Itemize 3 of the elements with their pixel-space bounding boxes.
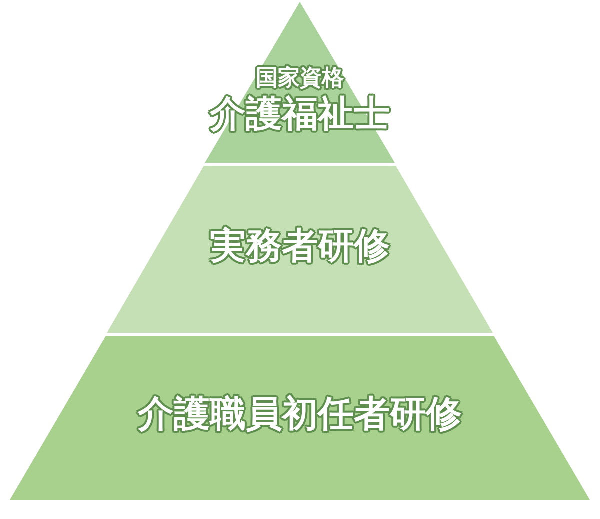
tier-subtitle: 国家資格 [255,66,345,92]
tier-label: 実務者研修 [209,226,391,268]
tier-label: 介護職員初任者研修 [136,394,463,436]
